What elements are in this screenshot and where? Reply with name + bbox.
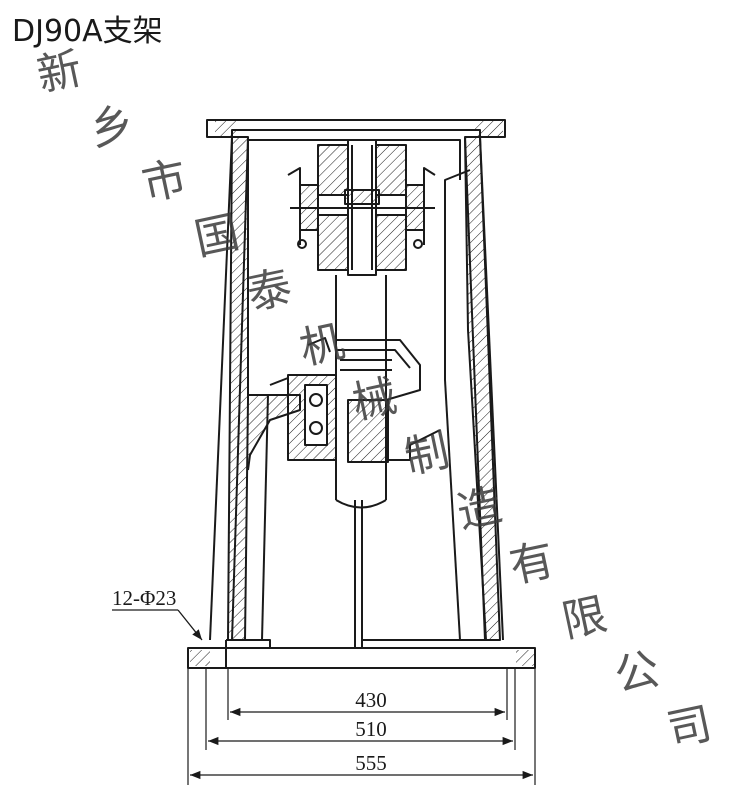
watermark-char: 泰 [243, 261, 297, 320]
dimension-510: 510 [355, 717, 387, 741]
extension-lines [187, 668, 536, 785]
diagram-title: DJ90A支架 [12, 14, 163, 49]
watermark-char: 国 [190, 207, 244, 266]
dimension-430: 430 [355, 688, 387, 712]
watermark-char: 乡 [85, 98, 139, 157]
watermark-char: 司 [663, 698, 717, 757]
bracket-body [187, 119, 536, 669]
watermark-char: 公 [610, 643, 664, 702]
watermark-char: 机 [295, 316, 349, 375]
dimension-lines [190, 707, 533, 780]
hole-spec-label: 12-Φ23 [112, 586, 176, 610]
dimension-555: 555 [355, 751, 387, 775]
watermark-char: 新 [33, 43, 87, 102]
watermark-char: 限 [558, 589, 612, 648]
watermark-char: 有 [505, 534, 559, 593]
watermark-char: 市 [138, 152, 192, 211]
watermark-char: 制 [400, 425, 454, 484]
watermark-char: 造 [453, 480, 507, 539]
watermark-char: 械 [348, 371, 402, 430]
hole-callout: 12-Φ23 [112, 586, 203, 641]
